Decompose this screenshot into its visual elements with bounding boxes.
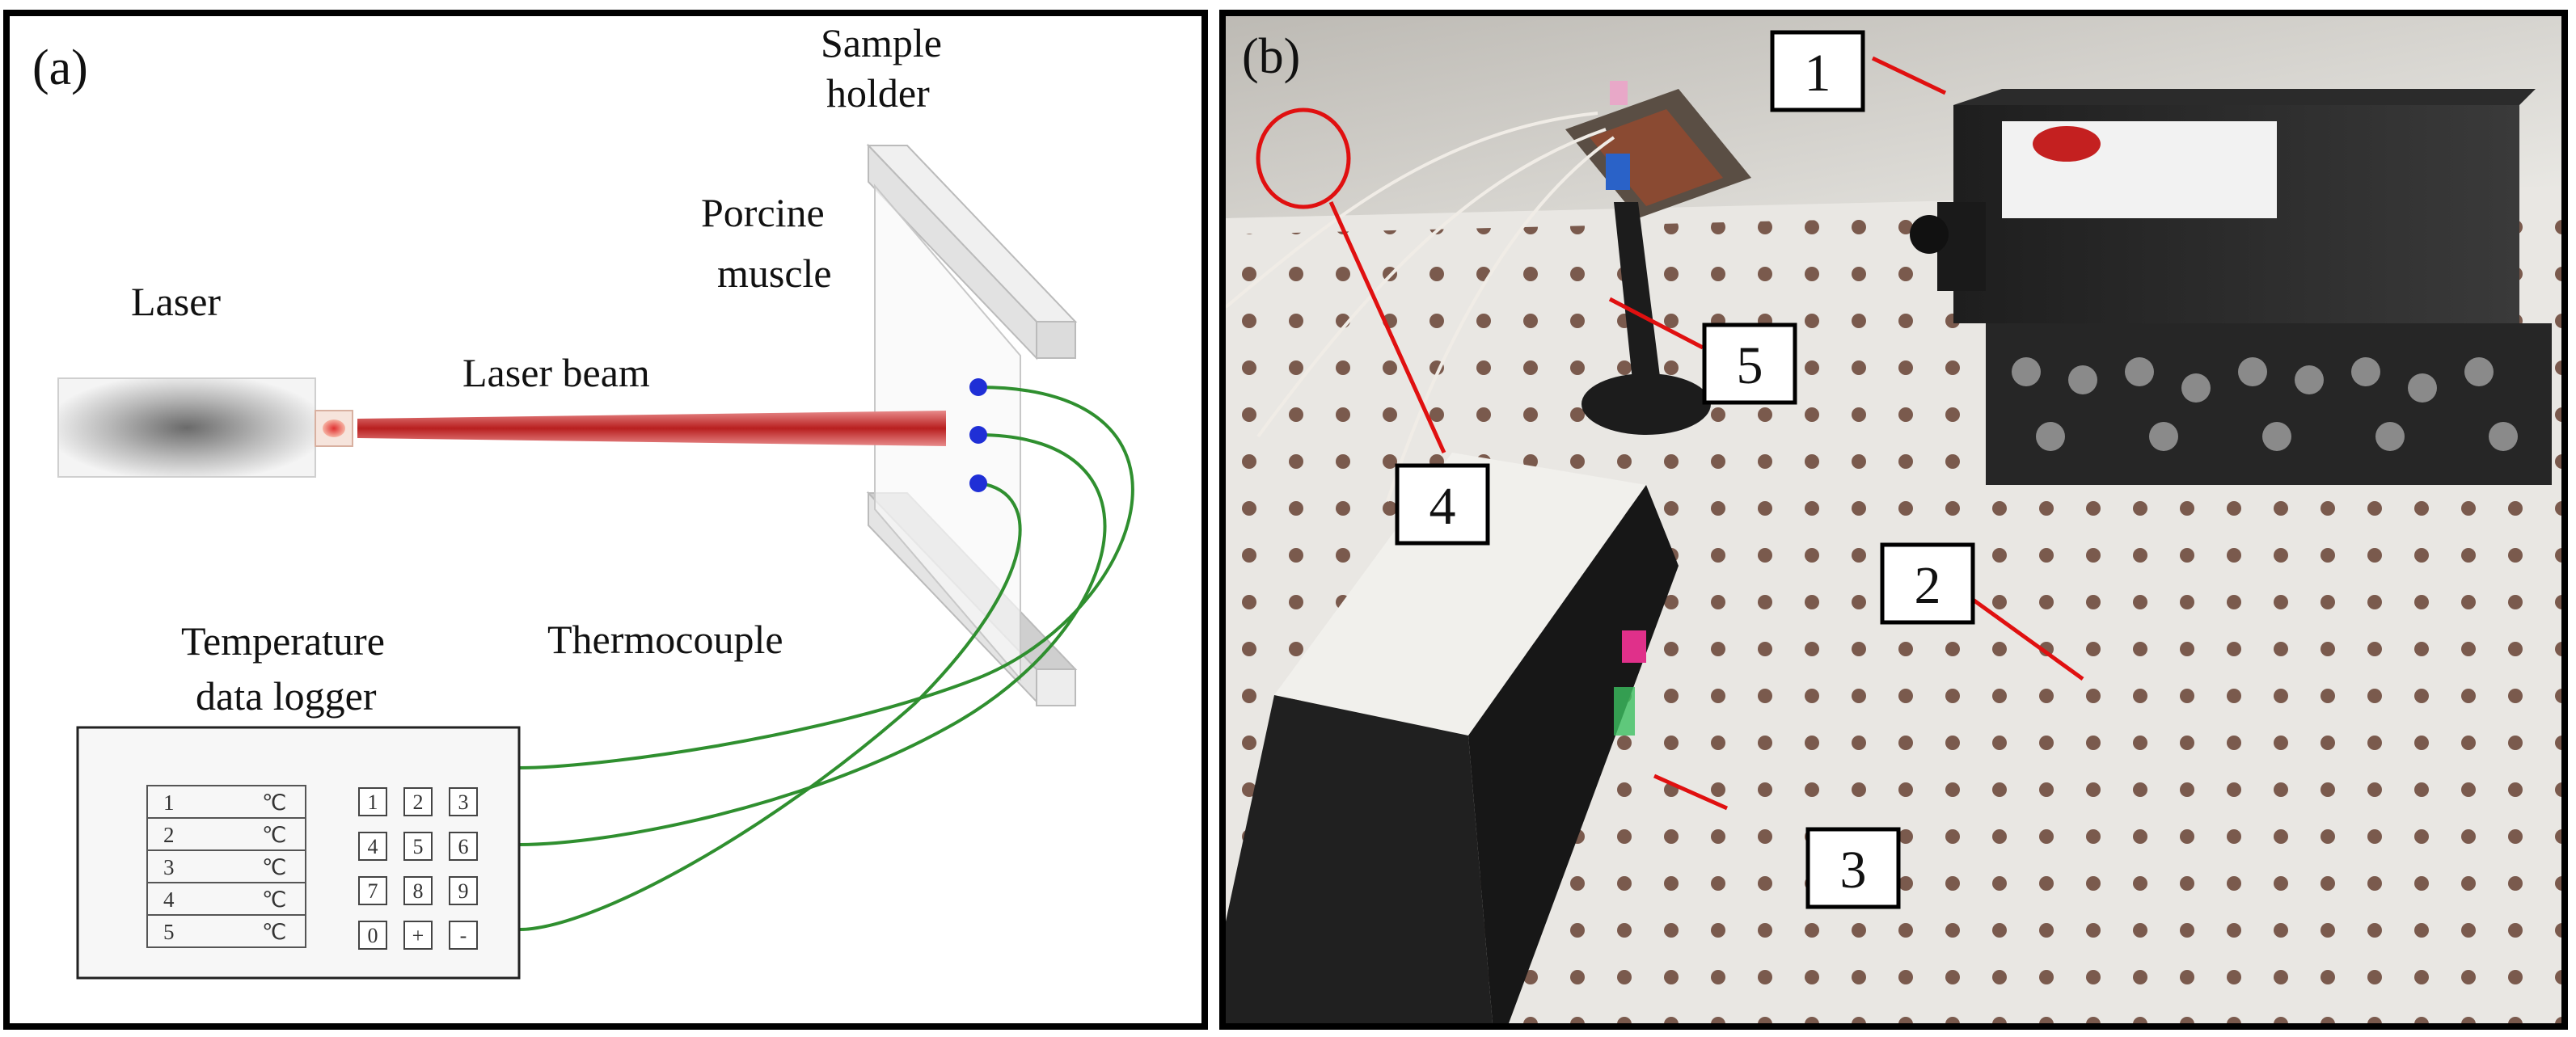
keypad <box>358 787 478 950</box>
channel-4-num: 4 <box>163 887 175 912</box>
channel-3-num: 3 <box>163 855 175 879</box>
channel-4-unit: ℃ <box>262 887 286 912</box>
key-7: 7 <box>368 879 378 903</box>
channel-3-unit: ℃ <box>262 855 286 879</box>
panel-b-tag: (b) <box>1242 29 1300 84</box>
key-5: 5 <box>413 835 424 858</box>
laser-beam-label: Laser beam <box>462 350 650 395</box>
callout-2: 2 <box>1880 542 1975 625</box>
sample-holder-label-2: holder <box>826 70 930 116</box>
key-9: 9 <box>458 879 469 903</box>
laser-device <box>1910 89 2552 485</box>
channel-2-num: 2 <box>163 823 175 847</box>
callout-5-label: 5 <box>1737 336 1763 395</box>
key-2: 2 <box>413 790 424 814</box>
callout-pointers <box>1328 56 2084 811</box>
thermocouple-wires <box>518 386 1134 931</box>
key-1: 1 <box>368 790 378 814</box>
callout-3: 3 <box>1805 827 1901 909</box>
callout-4: 4 <box>1395 463 1490 546</box>
key-minus: - <box>460 924 467 947</box>
callout-5: 5 <box>1702 322 1797 405</box>
sample-holder-label-1: Sample <box>821 20 942 65</box>
key-6: 6 <box>458 835 469 858</box>
panel-b-photo: (b) 1 2 3 4 5 <box>1219 10 2568 1030</box>
channel-table <box>146 785 306 948</box>
schematic-diagram: (a) Sample holder Porcine muscle Laser L… <box>32 20 1134 980</box>
key-4: 4 <box>368 835 378 858</box>
data-logger-box <box>76 726 521 980</box>
porcine-muscle-slab <box>874 183 1021 681</box>
panel-a-schematic: (a) Sample holder Porcine muscle Laser L… <box>3 10 1208 1030</box>
key-3: 3 <box>458 790 469 814</box>
key-0: 0 <box>368 924 378 947</box>
panel-a-tag: (a) <box>32 40 88 95</box>
thermocouple-highlight-circle <box>1256 107 1351 209</box>
data-logger-photo <box>1226 453 1679 1023</box>
callout-1-label: 1 <box>1805 44 1831 103</box>
logger-title-2: data logger <box>196 673 377 719</box>
porcine-muscle-label-2: muscle <box>717 251 832 296</box>
laser-label: Laser <box>131 279 221 324</box>
setup-photo: (b) 1 2 3 4 5 <box>1226 16 2561 1023</box>
channel-5-unit: ℃ <box>262 920 286 944</box>
channel-5-num: 5 <box>163 920 175 944</box>
channel-1-unit: ℃ <box>262 790 286 815</box>
callout-1: 1 <box>1770 30 1865 112</box>
laser-source <box>57 377 353 478</box>
callout-4-label: 4 <box>1429 477 1456 536</box>
callout-2-label: 2 <box>1915 556 1941 615</box>
logger-title-1: Temperature <box>181 618 385 664</box>
key-plus: + <box>412 924 424 947</box>
porcine-muscle-label-1: Porcine <box>701 190 825 235</box>
laser-beam <box>357 411 946 446</box>
thermocouple-label: Thermocouple <box>547 617 783 662</box>
channel-2-unit: ℃ <box>262 823 286 847</box>
channel-1-num: 1 <box>163 790 175 815</box>
thermocouple-sensors <box>969 378 987 492</box>
callout-3-label: 3 <box>1840 841 1867 900</box>
key-8: 8 <box>413 879 424 903</box>
sample-holder-photo <box>1565 81 1751 435</box>
thermocouple-wires-photo <box>1226 112 1615 502</box>
